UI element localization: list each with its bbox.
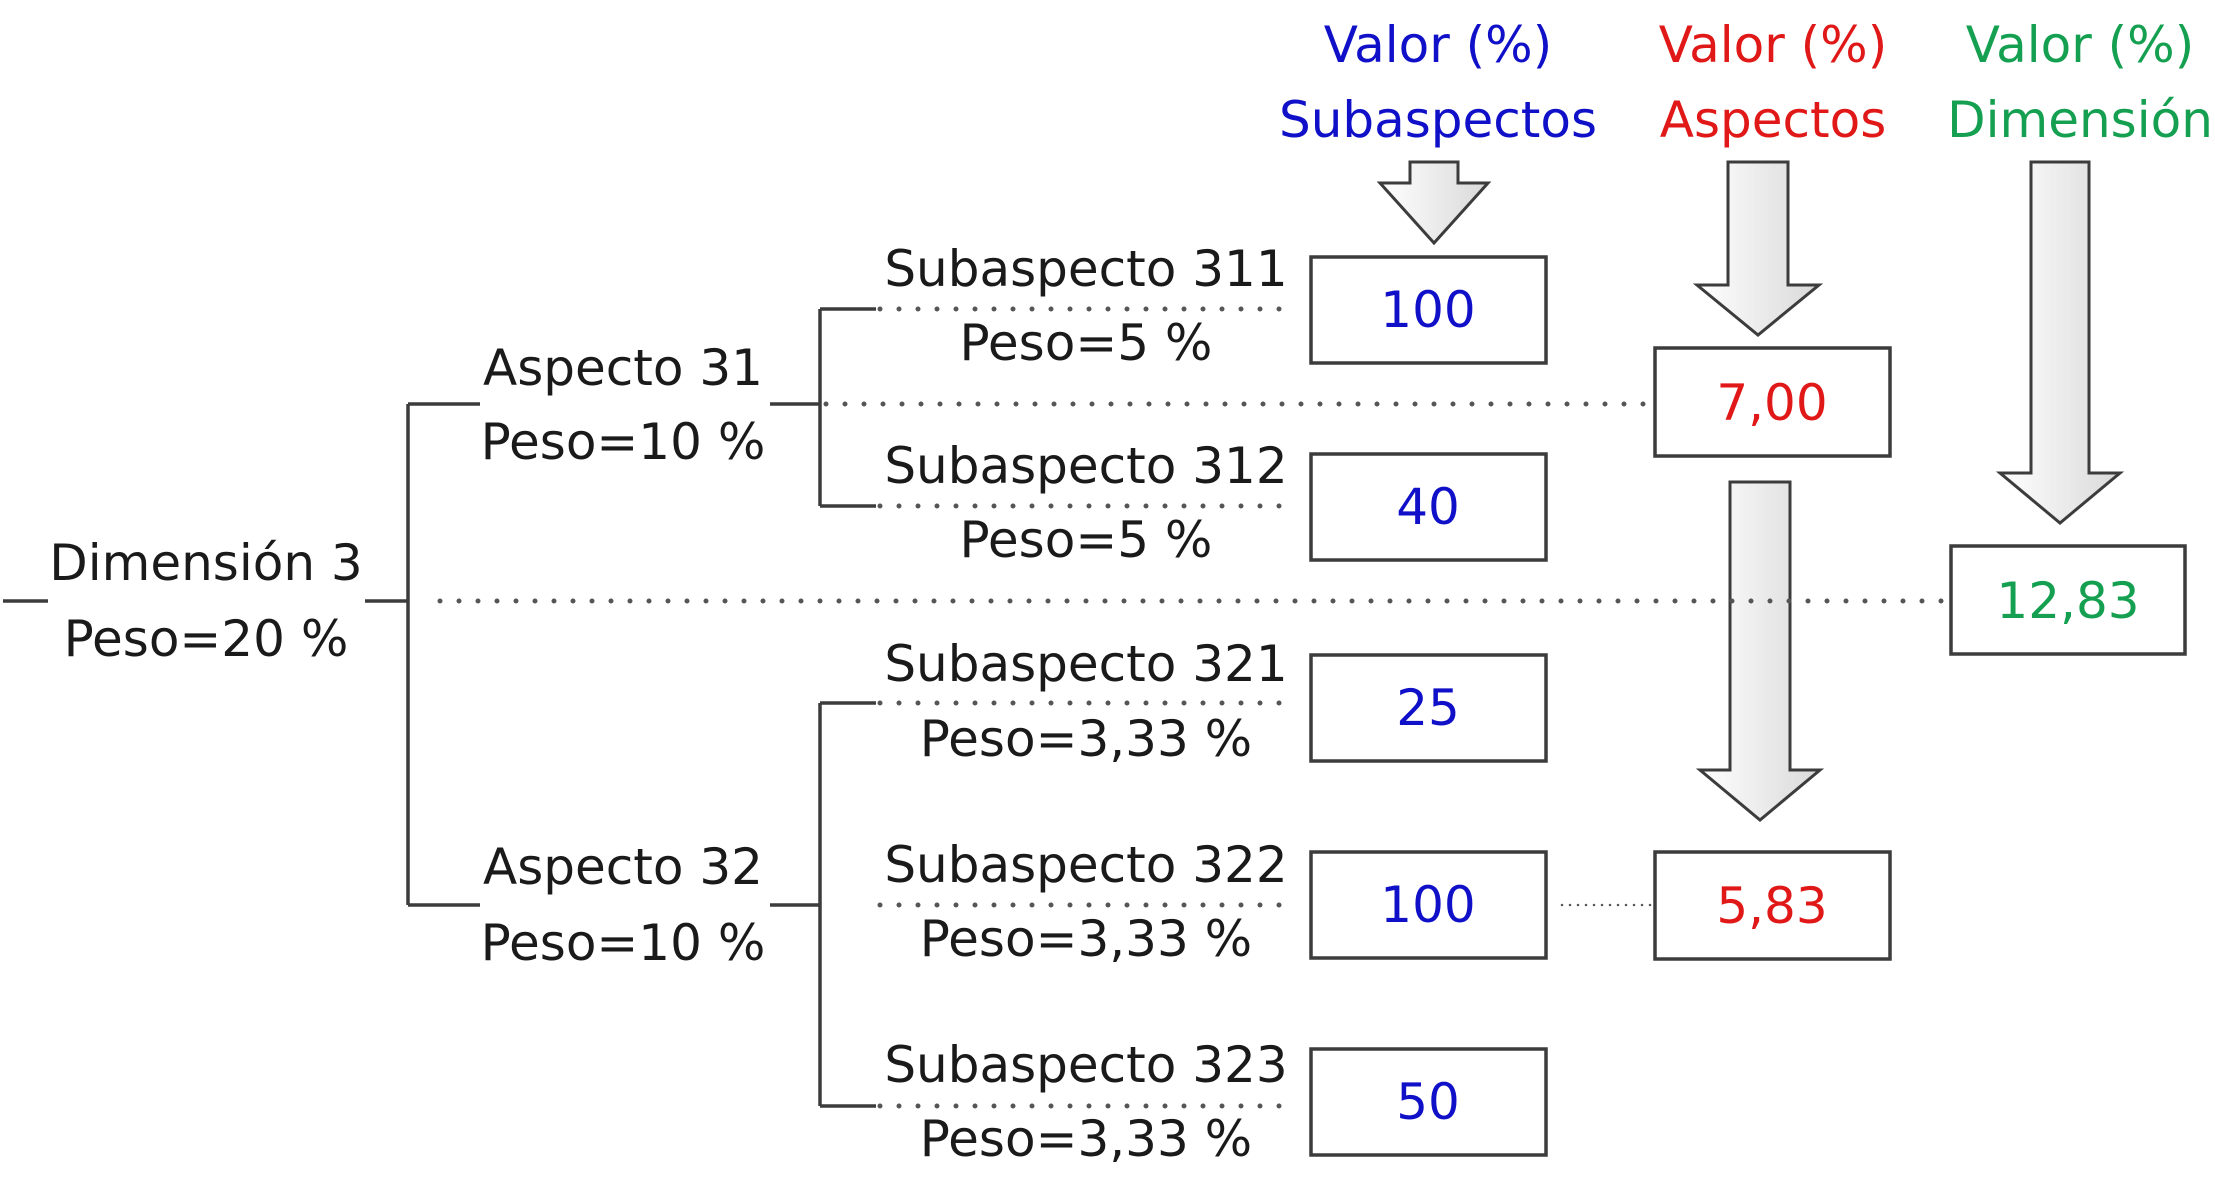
- subaspecto-peso: Peso=5 %: [960, 511, 1213, 569]
- subaspecto-value-box: 100: [1309, 255, 1548, 365]
- subaspecto-value: 25: [1396, 679, 1460, 737]
- subaspecto-peso: Peso=3,33 %: [920, 910, 1252, 968]
- header-subaspectos-line2: Subaspectos: [1279, 91, 1597, 149]
- tree-connectors: [3, 307, 876, 1108]
- aspecto-value-box: 7,00: [1653, 346, 1892, 458]
- dimension-name: Dimensión 3: [49, 534, 362, 592]
- aspecto-name: Aspecto 31: [483, 339, 763, 397]
- subaspecto-name: Subaspecto 323: [884, 1036, 1287, 1094]
- aspecto-name: Aspecto 32: [483, 838, 763, 896]
- subaspecto-value: 50: [1396, 1073, 1460, 1131]
- arrow-down-aspectos-lower-icon: [1695, 480, 1825, 822]
- subaspecto-value-box: 40: [1309, 452, 1548, 562]
- subaspecto-node: Subaspecto 312 Peso=5 %: [884, 437, 1287, 569]
- header-dimension-line2: Dimensión: [1947, 91, 2213, 149]
- header-aspectos-line2: Aspectos: [1660, 91, 1887, 149]
- header-aspectos: Valor (%) Aspectos: [1659, 16, 1887, 149]
- subaspecto-value-box: 25: [1309, 653, 1548, 763]
- subaspecto-value: 40: [1396, 478, 1460, 536]
- aspecto-node: Aspecto 32 Peso=10 %: [481, 838, 766, 972]
- subaspecto-value: 100: [1380, 281, 1475, 339]
- subaspecto-node: Subaspecto 323 Peso=3,33 %: [884, 1036, 1287, 1168]
- subaspecto-name: Subaspecto 312: [884, 437, 1287, 495]
- dimension-node: Dimensión 3 Peso=20 %: [49, 534, 362, 668]
- subaspecto-node: Subaspecto 321 Peso=3,33 %: [884, 635, 1287, 768]
- aspecto-peso: Peso=10 %: [481, 914, 766, 972]
- subaspecto-name: Subaspecto 311: [884, 240, 1287, 298]
- subaspecto-peso: Peso=5 %: [960, 314, 1213, 372]
- subaspecto-name: Subaspecto 321: [884, 635, 1287, 693]
- aspecto-peso: Peso=10 %: [481, 413, 766, 471]
- header-subaspectos-line1: Valor (%): [1324, 16, 1552, 74]
- header-dimension: Valor (%) Dimensión: [1947, 16, 2213, 149]
- aspecto-value: 5,83: [1716, 877, 1827, 935]
- subaspecto-node: Subaspecto 311 Peso=5 %: [884, 240, 1287, 372]
- subaspecto-value-box: 50: [1309, 1047, 1548, 1157]
- header-subaspectos: Valor (%) Subaspectos: [1279, 16, 1597, 149]
- aspecto-node: Aspecto 31 Peso=10 %: [481, 339, 766, 471]
- dimension-value: 12,83: [1996, 572, 2139, 630]
- subaspecto-node: Subaspecto 322 Peso=3,33 %: [884, 836, 1287, 968]
- subaspecto-value: 100: [1380, 876, 1475, 934]
- aspecto-value: 7,00: [1716, 374, 1827, 432]
- subaspecto-peso: Peso=3,33 %: [920, 1110, 1252, 1168]
- subaspecto-value-box: 100: [1309, 850, 1548, 960]
- subaspecto-peso: Peso=3,33 %: [920, 710, 1252, 768]
- dimension-peso: Peso=20 %: [64, 610, 349, 668]
- arrow-down-dimension-icon: [1995, 160, 2125, 525]
- arrow-down-aspectos-icon: [1692, 160, 1824, 337]
- dimension-value-box: 12,83: [1949, 544, 2187, 656]
- subaspecto-name: Subaspecto 322: [884, 836, 1287, 894]
- header-aspectos-line1: Valor (%): [1659, 16, 1887, 74]
- aspecto-value-box: 5,83: [1653, 850, 1892, 961]
- arrow-down-subaspectos-icon: [1376, 160, 1492, 246]
- dotted-leaders: [437, 306, 1951, 1109]
- header-dimension-line1: Valor (%): [1966, 16, 2194, 74]
